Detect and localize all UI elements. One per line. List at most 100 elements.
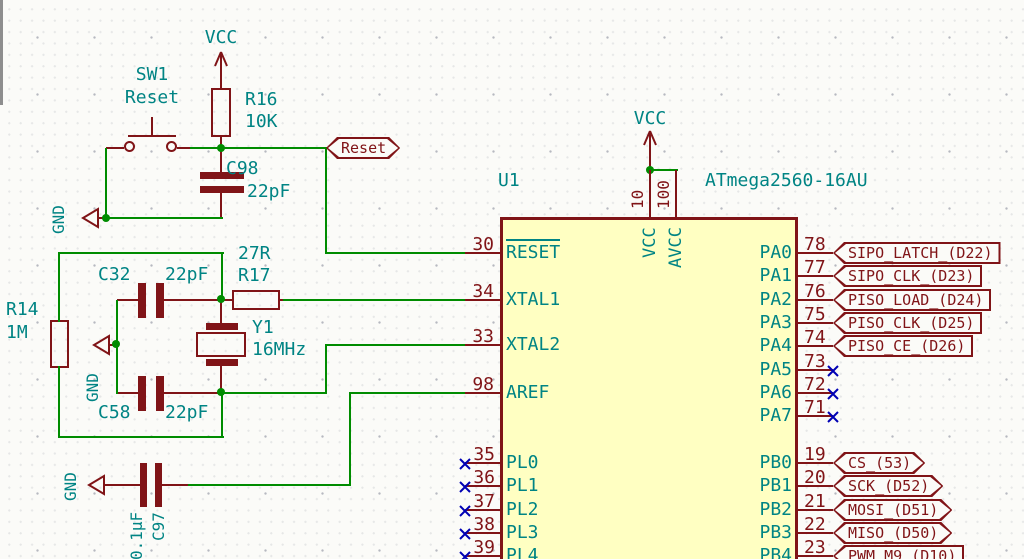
junction-dot — [217, 388, 225, 396]
wire[interactable] — [325, 344, 327, 394]
ic-u1-body[interactable] — [500, 217, 798, 559]
crystal-y1-lead — [220, 300, 222, 323]
wire[interactable] — [222, 392, 327, 394]
switch-sw1-pin — [106, 147, 124, 149]
resistor-r17-ref[interactable]: R17 — [238, 265, 271, 286]
pin-stub — [798, 462, 833, 464]
wire[interactable] — [190, 147, 326, 149]
wire[interactable] — [188, 484, 350, 486]
pin-number: 38 — [473, 514, 495, 535]
pin-number: 34 — [472, 281, 494, 302]
net-label-sipo-latch[interactable]: SIPO_LATCH_(D22) — [833, 242, 1001, 264]
no-connect-x-icon[interactable] — [826, 363, 840, 382]
crystal-y1-electrode[interactable] — [206, 359, 238, 366]
pin-number: 100 — [655, 180, 671, 209]
capacitor-c32-value[interactable]: 22pF — [165, 264, 209, 285]
wire[interactable] — [325, 344, 466, 346]
crystal-y1-value[interactable]: 16MHz — [252, 339, 307, 360]
ic-u1-ref[interactable]: U1 — [498, 170, 520, 191]
resistor-r17-body[interactable] — [232, 290, 280, 310]
resistor-r14-value[interactable]: 1M — [6, 322, 28, 343]
capacitor-c97-value[interactable]: 0.1µF — [128, 511, 146, 559]
capacitor-c98-ref[interactable]: C98 — [226, 158, 259, 179]
no-connect-x-icon[interactable] — [458, 549, 472, 559]
capacitor-c32-plate[interactable] — [138, 283, 146, 318]
pin-stub — [465, 252, 500, 254]
wire[interactable] — [283, 299, 466, 301]
pin-number: 71 — [804, 397, 826, 418]
gnd-power-label: GND — [84, 373, 102, 402]
capacitor-c32-ref[interactable]: C32 — [98, 264, 131, 285]
resistor-r17-value[interactable]: 27R — [238, 243, 271, 264]
capacitor-c58-value[interactable]: 22pF — [165, 402, 209, 423]
switch-sw1-value[interactable]: Reset — [124, 87, 180, 108]
vcc-arrow-icon — [643, 130, 657, 169]
no-connect-x-icon[interactable] — [458, 456, 472, 475]
resistor-r16-value[interactable]: 10K — [245, 111, 278, 132]
net-label-miso[interactable]: MISO_(D50) — [833, 522, 952, 544]
wire[interactable] — [649, 169, 678, 171]
pin-number: 10 — [629, 189, 645, 209]
wire[interactable] — [58, 366, 60, 438]
wire[interactable] — [349, 392, 351, 486]
no-connect-x-icon[interactable] — [458, 479, 472, 498]
gnd-power-symbol[interactable] — [86, 473, 114, 501]
net-label-pwm-m9[interactable]: PWM_M9_(D10) — [833, 545, 965, 559]
vcc-power-symbol[interactable] — [641, 129, 659, 173]
scrollbar-sliver[interactable] — [0, 0, 3, 105]
net-label-mosi[interactable]: MOSI_(D51) — [833, 499, 952, 521]
pin-stub — [798, 555, 833, 557]
capacitor-c32-plate[interactable] — [156, 283, 164, 318]
pin-number: 76 — [804, 281, 826, 302]
pin-stub — [465, 462, 500, 464]
capacitor-c97-plate[interactable] — [140, 463, 147, 507]
net-label-sipo-clk[interactable]: SIPO_CLK_(D23) — [833, 265, 983, 287]
net-label-piso-load[interactable]: PISO_LOAD_(D24) — [833, 289, 992, 311]
net-label-piso-clk[interactable]: PISO_CLK_(D25) — [833, 312, 983, 334]
pin-stub — [798, 299, 833, 301]
capacitor-c97-plate[interactable] — [155, 463, 162, 507]
pin-name: PA0 — [759, 242, 792, 263]
crystal-y1-electrode[interactable] — [206, 323, 238, 330]
no-connect-x-icon[interactable] — [458, 503, 472, 522]
wire[interactable] — [221, 252, 223, 298]
net-label-piso-ce[interactable]: PISO_CE_(D26) — [833, 335, 974, 357]
capacitor-c98-value[interactable]: 22pF — [247, 181, 291, 202]
wire[interactable] — [350, 392, 466, 394]
switch-sw1-ref[interactable]: SW1 — [135, 64, 169, 85]
capacitor-c98-plate[interactable] — [200, 172, 244, 179]
wire[interactable] — [105, 217, 223, 219]
crystal-y1-ref[interactable]: Y1 — [252, 317, 274, 338]
pin-stub — [798, 369, 833, 371]
resistor-r14-ref[interactable]: R14 — [6, 299, 39, 320]
capacitor-c97-ref[interactable]: C97 — [150, 512, 168, 541]
resistor-r16-body[interactable] — [211, 88, 231, 137]
wire[interactable] — [58, 436, 224, 438]
wire[interactable] — [105, 148, 107, 218]
net-label-cs[interactable]: CS_(53) — [833, 452, 925, 474]
capacitor-c58-ref[interactable]: C58 — [98, 402, 131, 423]
resistor-r16-ref[interactable]: R16 — [245, 89, 278, 110]
no-connect-x-icon[interactable] — [826, 386, 840, 405]
wire[interactable] — [221, 394, 223, 438]
wire[interactable] — [58, 252, 60, 322]
capacitor-c58-lead — [117, 392, 138, 394]
wire[interactable] — [58, 252, 224, 254]
net-label-sck[interactable]: SCK_(D52) — [833, 475, 943, 497]
switch-sw1-contact-right[interactable] — [166, 141, 177, 152]
no-connect-x-icon[interactable] — [458, 526, 472, 545]
wire[interactable] — [325, 252, 466, 254]
switch-sw1-contact-left[interactable] — [124, 141, 135, 152]
wire[interactable] — [325, 147, 327, 254]
net-label-reset[interactable]: Reset — [326, 137, 400, 159]
resistor-r14-body[interactable] — [50, 320, 69, 368]
pin-name: VCC — [642, 227, 660, 258]
no-connect-x-icon[interactable] — [826, 409, 840, 428]
capacitor-c98-plate[interactable] — [200, 186, 244, 193]
ic-u1-part-name[interactable]: ATmega2560-16AU — [705, 170, 868, 191]
crystal-y1-body[interactable] — [196, 332, 246, 357]
capacitor-c58-plate[interactable] — [138, 376, 146, 411]
capacitor-c58-plate[interactable] — [156, 376, 164, 411]
vcc-power-symbol[interactable] — [212, 50, 230, 94]
